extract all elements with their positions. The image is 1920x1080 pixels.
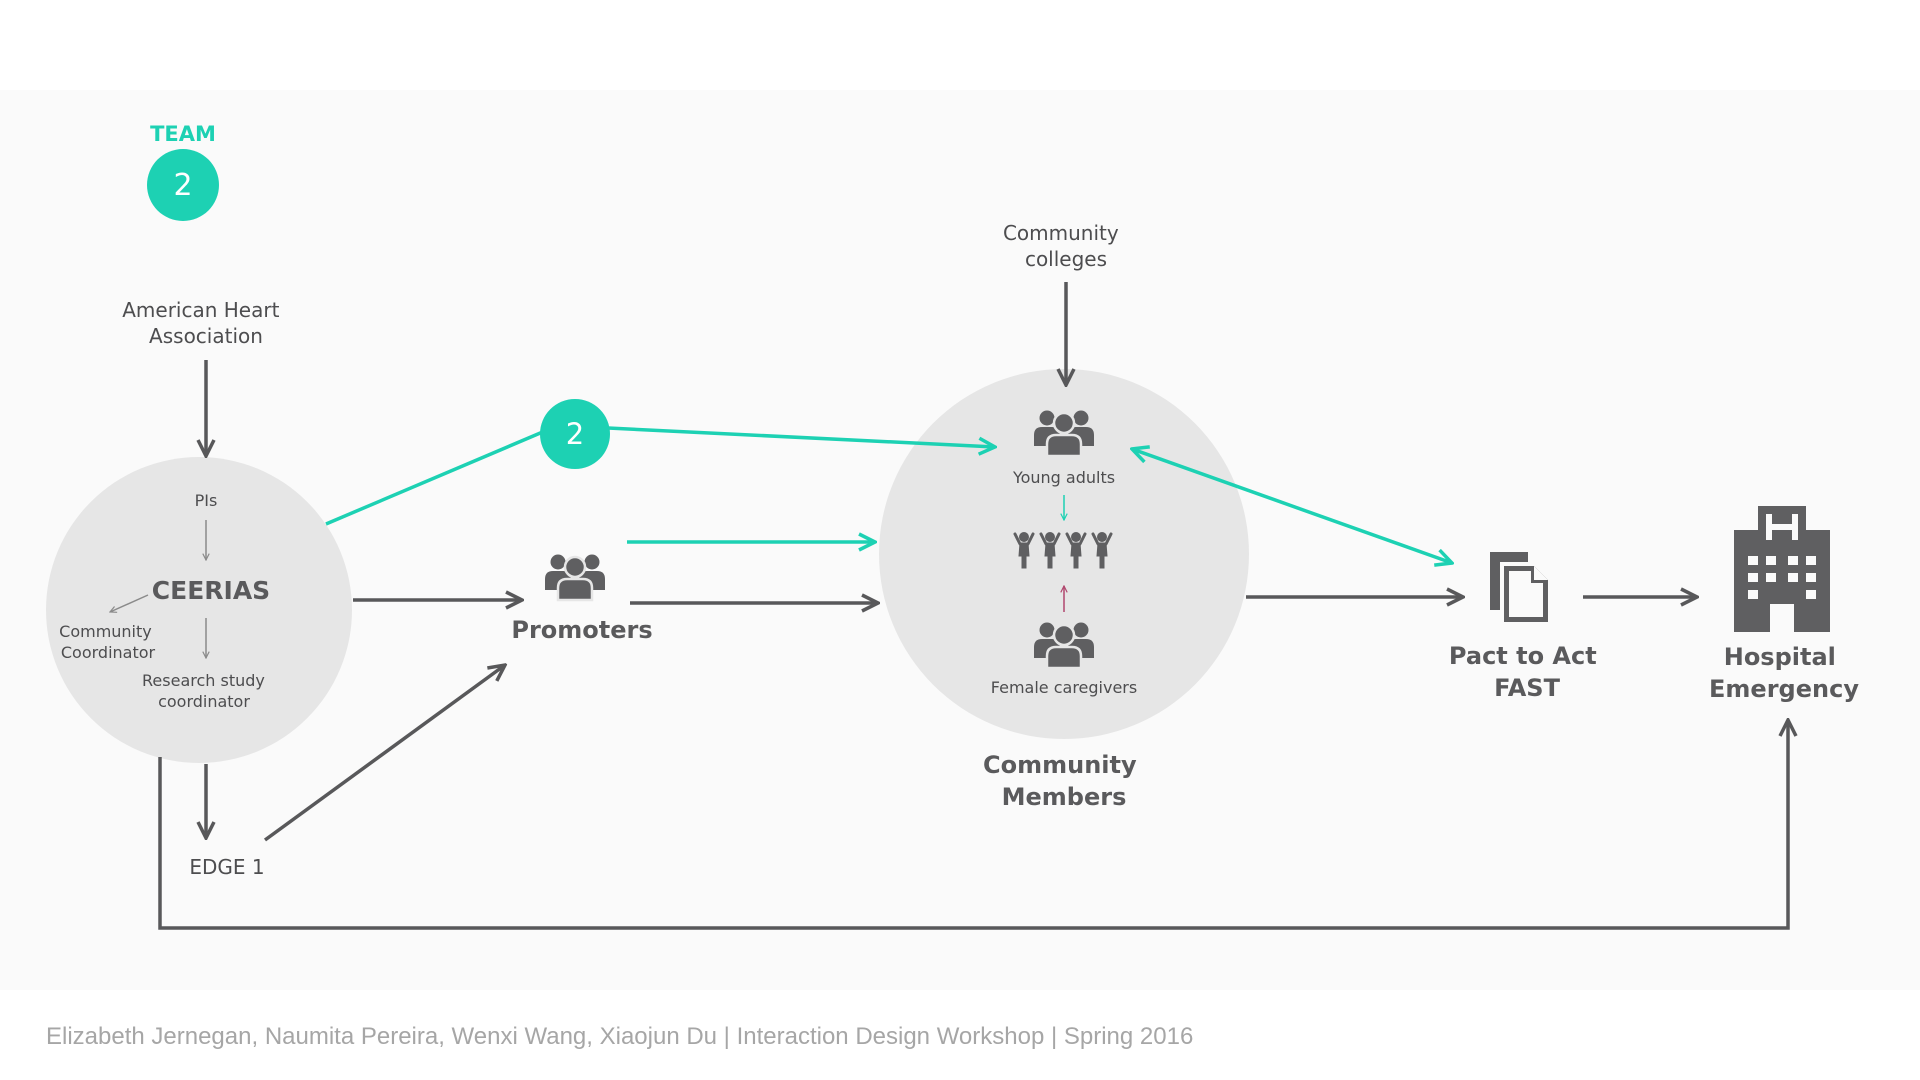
young-adults-label: Young adults (1012, 468, 1115, 487)
pis-label: PIs (195, 491, 218, 510)
pact-label: Pact to Act FAST (1449, 642, 1605, 702)
community-members-label: Community Members (983, 751, 1145, 811)
ceerias-circle (46, 457, 352, 763)
team-label: TEAM (150, 122, 216, 146)
teal-arrow-badge-to-young-adults (607, 426, 995, 447)
hospital-label: Hospital Emergency (1709, 643, 1859, 703)
community-colleges-label: Community colleges (1003, 221, 1125, 271)
female-caregivers-label: Female caregivers (991, 678, 1137, 697)
community-coordinator-label: Community Coordinator (59, 622, 157, 662)
teal-line-ceerias-to-badge (325, 429, 546, 526)
teal-arrow-young-adults-pact (1132, 449, 1452, 563)
research-coordinator-label: Research study coordinator (142, 671, 270, 711)
team-number: 2 (173, 168, 192, 203)
promoters-label: Promoters (511, 616, 652, 644)
arrow-edge1-to-promoters (263, 665, 505, 842)
aha-label: American Heart Association (122, 298, 286, 348)
arrow-ceerias-to-hospital (158, 720, 1788, 930)
document-icon (1490, 552, 1548, 622)
edge1-label: EDGE 1 (189, 855, 264, 879)
footer-credits: Elizabeth Jernegan, Naumita Pereira, Wen… (46, 1023, 1193, 1050)
hospital-icon (1734, 506, 1830, 632)
badge-circle (540, 399, 610, 469)
group-icon (543, 553, 607, 602)
badge-number: 2 (566, 417, 584, 451)
ceerias-label: CEERIAS (152, 576, 270, 605)
arrow-ceerias-to-coordinator (110, 594, 149, 612)
team-number-circle (147, 149, 219, 221)
